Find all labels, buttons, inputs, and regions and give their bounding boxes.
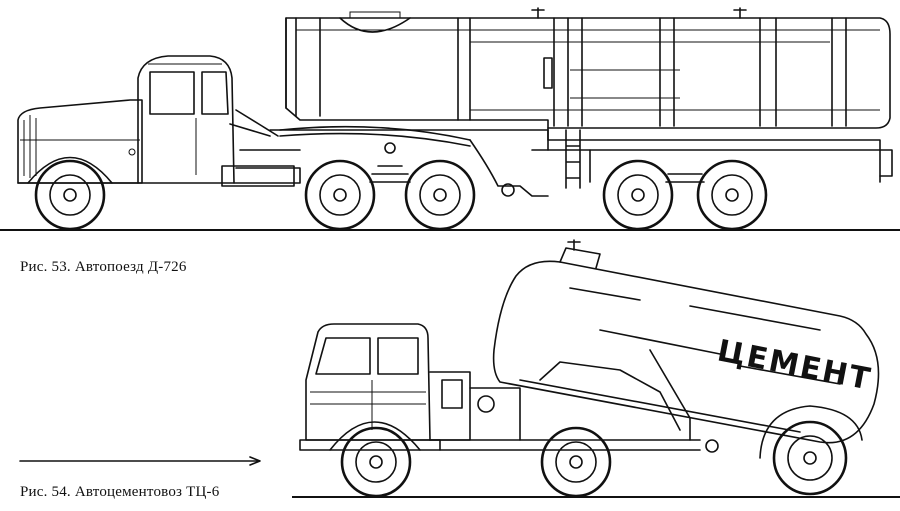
figure-53-caption: Рис. 53. Автопоезд Д-726 [20, 259, 187, 275]
fig54-trailer-wheel [759, 405, 863, 496]
fig54-rear-wheel [540, 426, 612, 498]
fig54-front-wheel [340, 426, 412, 498]
fig53-rear-wheel-1 [304, 159, 376, 231]
fig54-tractor [299, 323, 701, 451]
fig53-tractor-wheels [34, 142, 476, 231]
figure-54-caption: Рис. 54. Автоцементовоз ТЦ-6 [20, 484, 220, 500]
fig54-tractor-wheels [340, 426, 612, 498]
fig54-direction-arrow [19, 456, 261, 466]
fig54-tank-label: ЦЕМЕНТ [714, 333, 874, 397]
fig53-trailer-wheel-2 [696, 159, 768, 231]
fig53-trailer-wheels [602, 159, 768, 231]
fig53-tank-semitrailer [269, 7, 893, 197]
fig53-rear-wheel-2 [404, 159, 476, 231]
fig54-cement-tank: ЦЕМЕНТ [492, 239, 880, 453]
fig53-trailer-wheel-1 [602, 159, 674, 231]
fig53-tractor [17, 55, 301, 187]
fig53-front-wheel [34, 159, 106, 231]
